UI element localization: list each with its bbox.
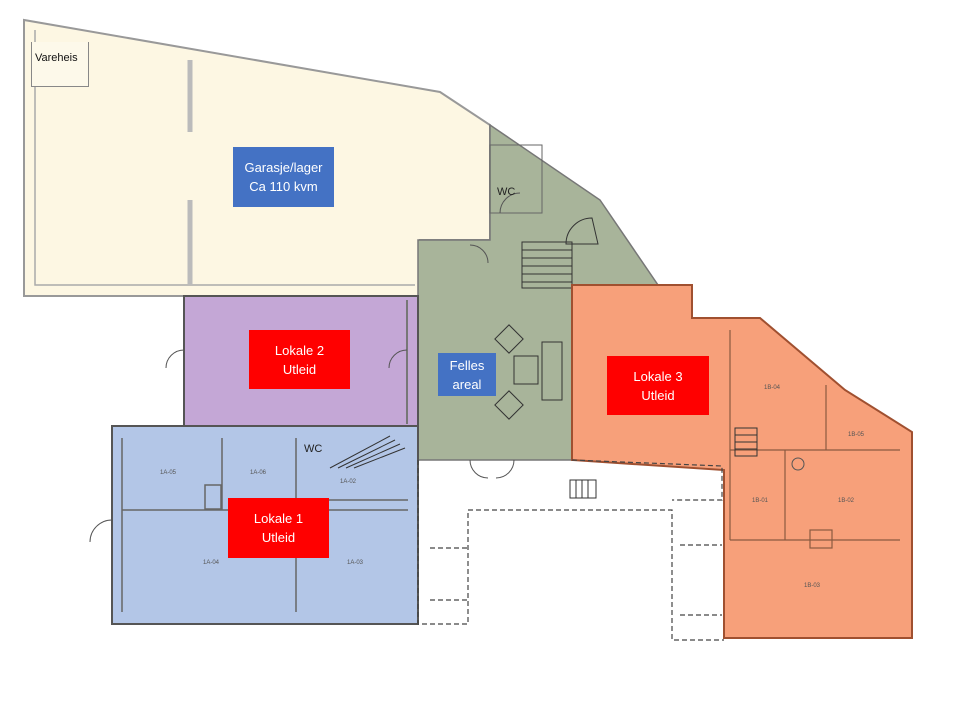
fixture [791,457,805,471]
door-swing [89,519,113,543]
wc-label-bottom: WC [304,443,323,455]
garage-label: Garasje/lager Ca 110 kvm [233,147,334,207]
dashed-outline [417,459,724,641]
stairs-dashed [569,479,597,499]
furniture-sofa [494,324,563,420]
room-code: 1A-02 [340,479,357,485]
door-swing [469,459,489,479]
room-code: 1A-06 [250,470,267,476]
door-swing [499,192,521,214]
lokale-3-walls [729,330,900,549]
room-code: 1A-05 [160,470,177,476]
door-swing [469,244,489,264]
spiral-stair [565,217,599,245]
wc-room [489,144,543,214]
room-code: 1A-03 [347,560,364,566]
door-swing [165,349,185,369]
room-code: 1A-04 [203,560,220,566]
garage-inner-wall [34,30,415,286]
felles-label: Felles areal [438,353,496,396]
vareheis-label: Vareheis [35,52,78,64]
room-code: 1B-01 [752,498,769,504]
door-swing [495,459,515,479]
stairs-lokale-1 [329,435,406,469]
wc-label-top: WC [497,186,516,198]
room-code: 1B-02 [838,498,855,504]
lokale-1-label: Lokale 1 Utleid [228,498,329,558]
stairs-lokale-3 [734,427,758,457]
room-code: 1B-05 [848,432,865,438]
stairs-shared [521,241,573,289]
lokale-2-label: Lokale 2 Utleid [249,330,350,389]
door-swing [388,349,408,369]
vareheis-box: Vareheis [31,42,89,87]
lokale-3-label: Lokale 3 Utleid [607,356,709,415]
room-code: 1B-04 [764,385,781,391]
room-code: 1B-03 [804,583,821,589]
